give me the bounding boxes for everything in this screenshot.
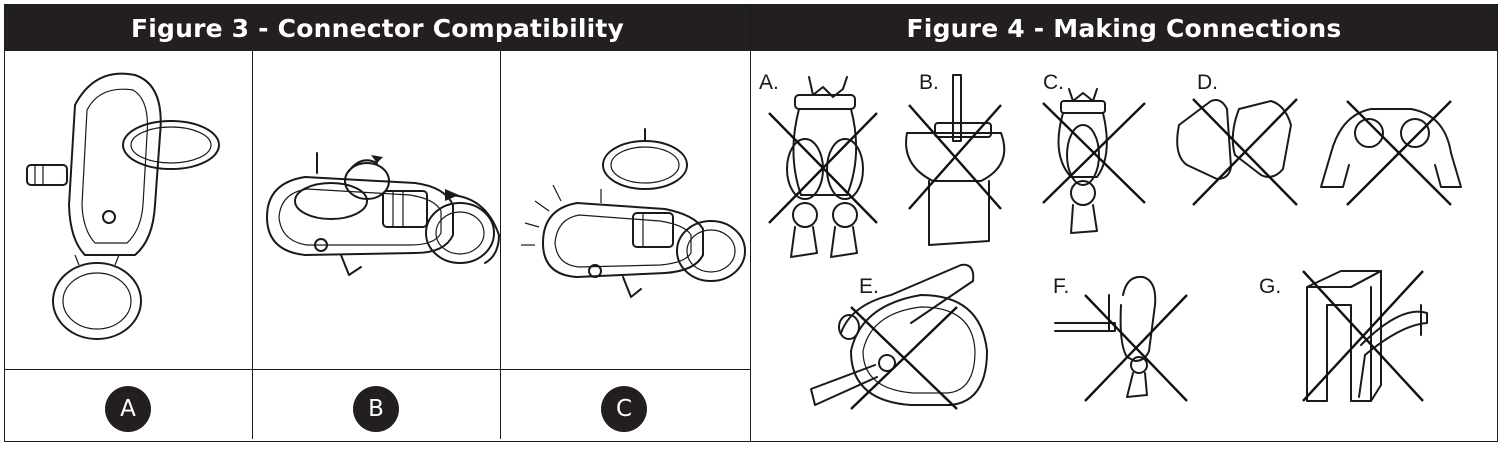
label-g: G. xyxy=(1259,275,1281,298)
label-f: F. xyxy=(1053,275,1069,298)
fig3-cell-a xyxy=(5,51,253,439)
badge-c: C xyxy=(601,386,647,432)
badge-b: B xyxy=(353,386,399,432)
connection-b-illustration xyxy=(905,74,1006,246)
snaphook-illustration-c xyxy=(521,128,746,298)
connection-f-illustration xyxy=(1054,275,1188,402)
badge-a: A xyxy=(105,386,151,432)
connection-e-illustration xyxy=(810,263,988,410)
figure-4-panel: Figure 4 - Making Connections A. B. C. D… xyxy=(750,4,1498,442)
label-b: B. xyxy=(919,71,939,94)
label-e: E. xyxy=(859,275,879,298)
connection-d-illustration xyxy=(1176,98,1462,206)
fig3-illustrations xyxy=(26,72,746,340)
snaphook-illustration-a xyxy=(26,72,220,340)
fig4-illustrations: A. B. C. D. E. F. G. xyxy=(759,71,1462,410)
connection-g-illustration xyxy=(1302,270,1428,402)
connection-c-illustration xyxy=(1042,88,1146,234)
label-a: A. xyxy=(759,71,779,94)
figure-3-title: Figure 3 - Connector Compatibility xyxy=(5,5,750,51)
fig3-divider xyxy=(5,369,750,370)
connection-a-illustration xyxy=(768,76,878,258)
fig3-cell-b xyxy=(253,51,501,439)
figure-3-panel: Figure 3 - Connector Compatibility xyxy=(4,4,751,442)
label-d: D. xyxy=(1197,71,1218,94)
figure-4-title: Figure 4 - Making Connections xyxy=(751,5,1497,51)
label-c: C. xyxy=(1043,71,1064,94)
snaphook-illustration-b xyxy=(266,152,500,276)
